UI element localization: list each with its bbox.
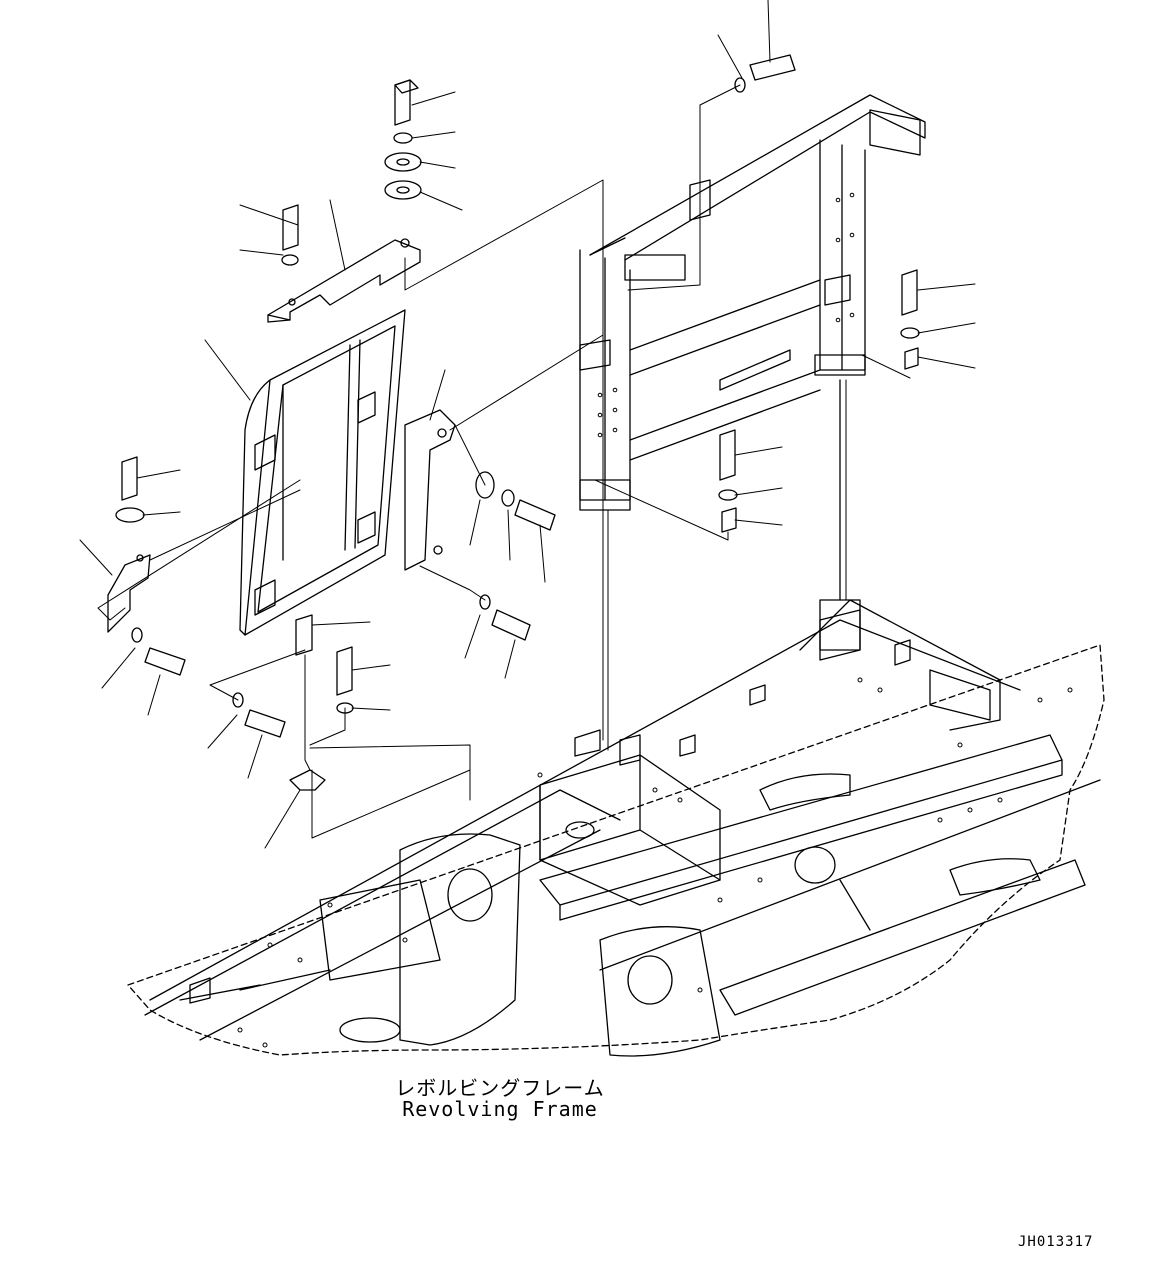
cover-panel [240, 310, 405, 635]
spacer-icon [722, 348, 918, 532]
leader-lines [80, 0, 975, 848]
caption-japanese: レボルビングフレーム [395, 1076, 605, 1100]
frame-hinge-bracket [820, 380, 860, 650]
washer-icon [116, 78, 919, 713]
support-frame [580, 95, 925, 510]
drawing-id: JH013317 [1018, 1234, 1094, 1250]
side-bracket [405, 410, 455, 570]
top-bracket [268, 239, 420, 322]
caption-english: Revolving Frame [402, 1097, 598, 1121]
bottom-clip [290, 615, 325, 790]
revolving-frame [128, 600, 1104, 1056]
bolt-icon [122, 55, 917, 737]
left-bracket [108, 555, 150, 632]
